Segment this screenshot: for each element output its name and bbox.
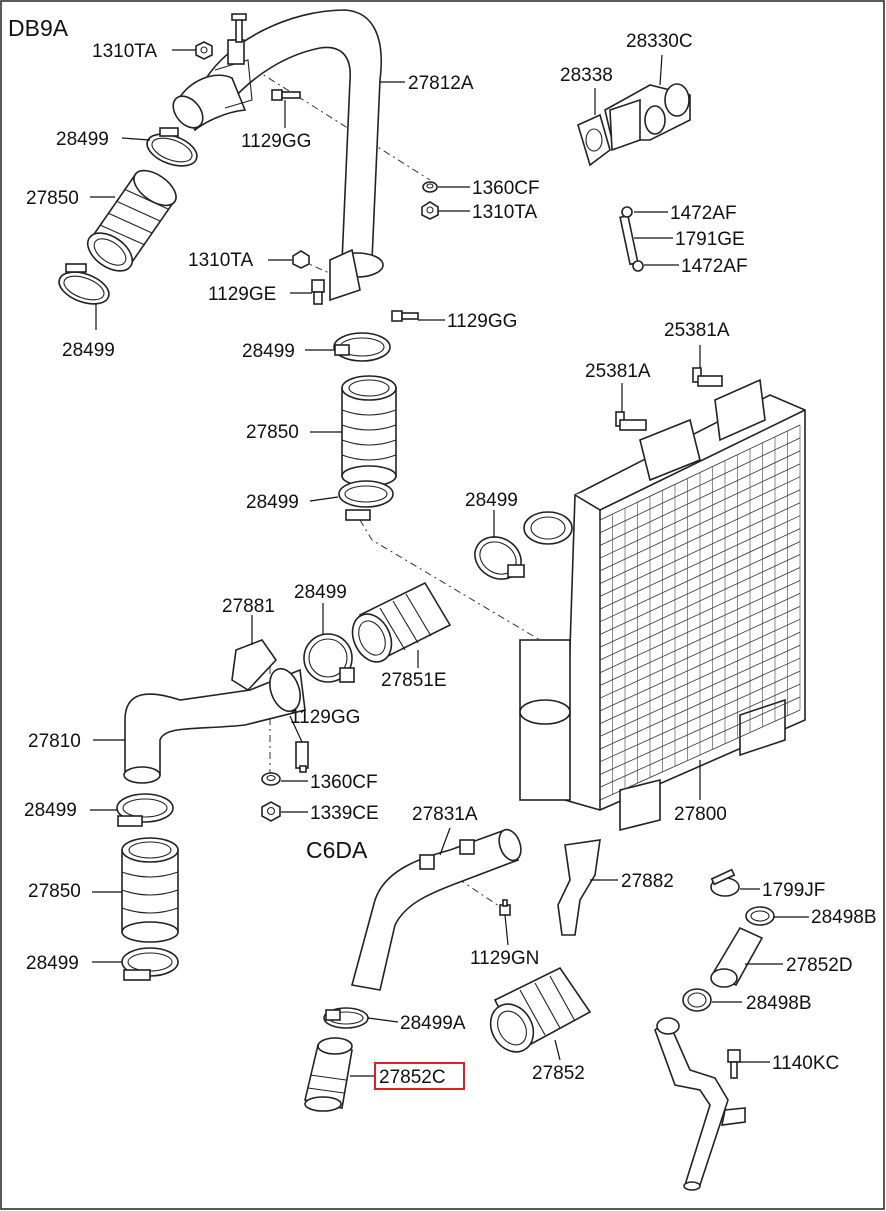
label-1129gg[interactable]: 1129GG [241,131,311,152]
section-title-db9a: DB9A [8,15,69,41]
label-28498b[interactable]: 28498B [811,907,877,928]
label-1791ge[interactable]: 1791GE [675,229,745,250]
clamp-28499a-icon [323,1007,369,1029]
label-1129ge[interactable]: 1129GE [208,284,276,305]
label-1129gg[interactable]: 1129GG [290,707,360,728]
label-28499[interactable]: 28499 [246,492,299,513]
hose-27851e-icon [351,581,452,663]
bolt-icon [727,1049,741,1079]
clamp-28499-icon [333,332,391,362]
hose-27850-icon [86,169,177,272]
nut-icon [421,201,439,220]
nut-icon [195,41,213,60]
label-1360cf[interactable]: 1360CF [310,772,378,793]
label-28499[interactable]: 28499 [26,953,79,974]
label-1310ta[interactable]: 1310TA [188,250,253,271]
label-1310ta[interactable]: 1310TA [92,41,157,62]
bolt-icon [295,741,309,773]
intercooler-core [599,424,801,801]
label-27881[interactable]: 27881 [222,596,275,617]
label-28499[interactable]: 28499 [294,582,347,603]
nut-icon [261,801,281,822]
clamp-28499-icon [474,536,525,580]
clamp-28499-icon [58,263,110,305]
part-labels: 1310TA 27812A 28499 1129GG 27850 28499 2… [24,31,877,1088]
label-27852c[interactable]: 27852C [379,1067,446,1088]
label-27831a[interactable]: 27831A [412,804,478,825]
stud-25381a-icon [615,411,647,431]
label-1339ce[interactable]: 1339CE [310,803,379,824]
label-1140kc[interactable]: 1140KC [772,1053,839,1074]
hose-27852c-icon [304,1037,353,1112]
label-28498b[interactable]: 28498B [746,993,812,1014]
label-1310ta[interactable]: 1310TA [472,202,537,223]
stud-25381a-icon [692,367,723,387]
intercooler-27800-icon [519,378,806,832]
bolt-icon [391,310,419,322]
label-28338[interactable]: 28338 [560,65,613,86]
clamp-1799jf-icon [710,868,740,897]
pipe-27810-icon [123,667,306,784]
bracket-27882-icon [557,839,601,936]
label-25381a[interactable]: 25381A [585,361,651,382]
clamp-28499-icon [116,793,174,827]
nut-icon [292,250,310,269]
label-27810[interactable]: 27810 [28,731,81,752]
housing-28330c-icon [604,83,691,152]
pipe-27812a [172,9,384,302]
highlight-box [374,1062,465,1090]
clamp-28499-icon [146,127,198,167]
gasket-28338-icon [577,113,611,167]
pipe-coolant-icon [654,1017,746,1191]
label-25381a[interactable]: 25381A [664,320,730,341]
label-27800[interactable]: 27800 [674,804,727,825]
washer-icon [261,772,281,786]
label-27851e[interactable]: 27851E [381,670,447,691]
label-28499[interactable]: 28499 [242,341,295,362]
pin-1791ge-icon [619,206,644,272]
label-27850[interactable]: 27850 [26,188,79,209]
bolt-icon [311,279,325,305]
label-27852[interactable]: 27852 [532,1063,585,1084]
clamp-28499-icon [121,947,179,981]
hose-27852-icon [489,966,592,1053]
label-28499[interactable]: 28499 [62,340,115,361]
label-1472af[interactable]: 1472AF [681,256,748,277]
label-27850[interactable]: 27850 [246,422,299,443]
hose-27852d-icon [710,926,764,988]
label-1129gg[interactable]: 1129GG [447,311,517,332]
leader-lines [90,49,809,1077]
label-1472af[interactable]: 1472AF [670,203,737,224]
label-27852d[interactable]: 27852D [786,955,853,976]
label-28330c[interactable]: 28330C [626,31,693,52]
washer-icon [422,181,438,193]
clamp-28498b-icon [745,906,775,926]
clamp-28499-icon [338,480,394,521]
label-28499a[interactable]: 28499A [400,1013,466,1034]
clamp-28498b-icon [682,988,712,1012]
label-27812a[interactable]: 27812A [408,73,474,94]
hose-27850-icon [341,375,397,487]
bolt-icon [271,89,301,101]
label-1799jf[interactable]: 1799JF [762,880,825,901]
bolt-icon [499,899,511,916]
label-28499[interactable]: 28499 [465,490,518,511]
label-1360cf[interactable]: 1360CF [472,178,540,199]
hose-27850-icon [121,837,179,943]
label-27850[interactable]: 27850 [28,881,81,902]
label-1129gn[interactable]: 1129GN [470,948,539,969]
bracket-27881-icon [231,639,278,692]
label-28499[interactable]: 28499 [56,129,109,150]
section-title-c6da: C6DA [306,837,368,863]
pipe-27831a-icon [350,828,522,991]
clamp-28499-icon [303,633,355,683]
label-28499[interactable]: 28499 [24,800,77,821]
label-27882[interactable]: 27882 [621,871,674,892]
